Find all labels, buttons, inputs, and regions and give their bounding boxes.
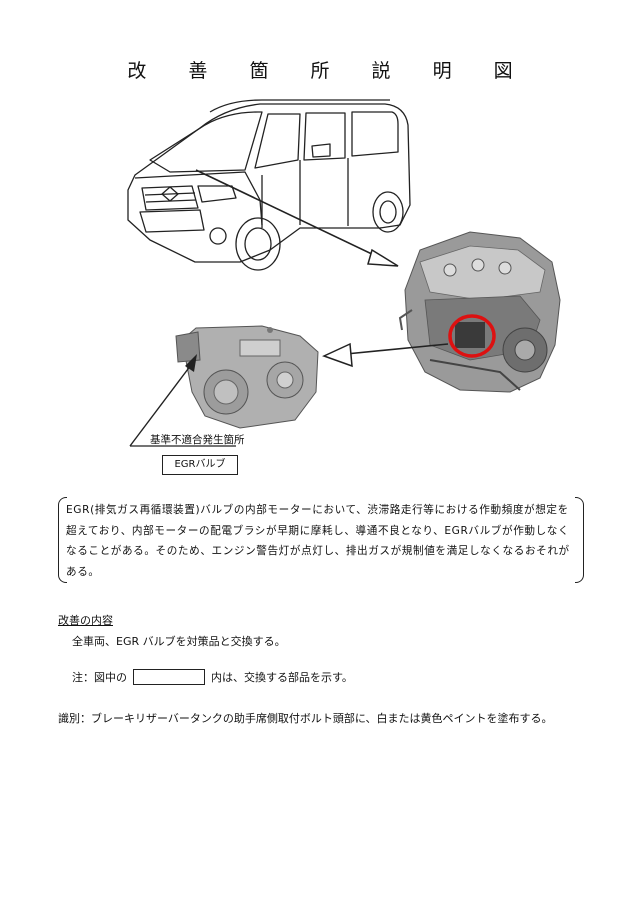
note-suffix: 内は、交換する部品を示す。 xyxy=(211,671,353,684)
callout-leader xyxy=(129,354,236,447)
bracket-left xyxy=(58,497,67,583)
description-text: EGR(排気ガス再循環装置)バルブの内部モーターにおいて、渋滞路走行等における作… xyxy=(66,504,570,578)
callout-label: 基準不適合発生箇所 xyxy=(150,434,245,446)
improvement-line: 全車両、EGR バルブを対策品と交換する。 xyxy=(72,635,286,648)
description-box: EGR(排気ガス再循環装置)バルブの内部モーターにおいて、渋滞路走行等における作… xyxy=(58,497,584,583)
reference-box xyxy=(133,669,205,685)
part-label: EGRバルブ xyxy=(162,455,238,475)
identification-text: 識別：ブレーキリザーバータンクの助手席側取付ボルト頭部に、白または黄色ペイントを… xyxy=(58,712,553,725)
illustration xyxy=(127,99,561,447)
engine-image xyxy=(398,231,561,393)
egr-valve-image xyxy=(175,325,319,429)
arrow-to-engine xyxy=(195,169,399,267)
note-prefix: 注：図中の xyxy=(72,671,127,684)
vehicle-drawing xyxy=(127,99,411,271)
improvement-heading: 改善の内容 xyxy=(58,614,113,627)
egr-highlight-circle xyxy=(448,314,496,358)
bracket-right xyxy=(575,497,584,583)
arrow-to-valve xyxy=(322,342,449,368)
improvement-note: 注：図中の 内は、交換する部品を示す。 xyxy=(72,669,353,685)
page-title: 改 善 箇 所 説 明 図 xyxy=(127,60,531,82)
